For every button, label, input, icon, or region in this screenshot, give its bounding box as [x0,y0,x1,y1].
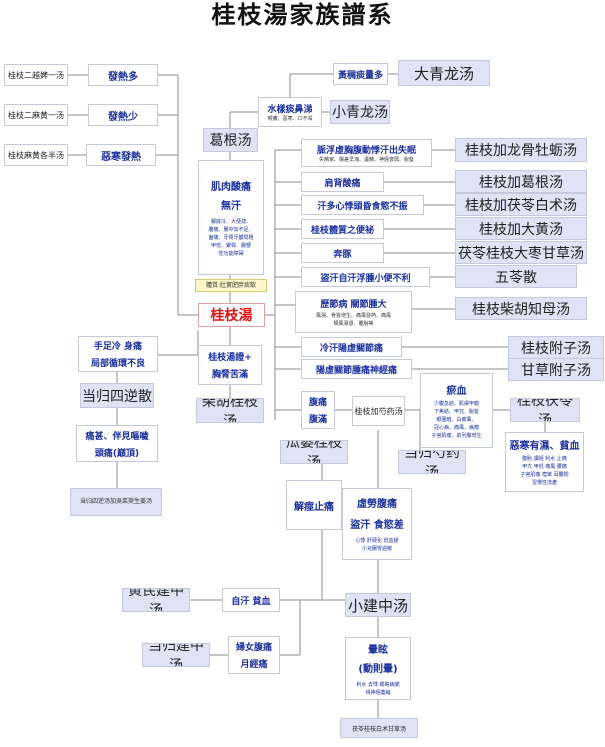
box-guizhi-er-yuebi-yi: 桂枝二越婢一汤 [4,64,68,86]
box-chest-fullness: 桂枝湯證+ 胸脅苦滿 [198,345,262,385]
box-row-1-symptom: 脈浮虛胸腹動悸汗出失眠 失精家、陽差早洩、遺精、神經衰弱、脫髮 [301,139,432,167]
box-watery-phlegm: 水樣痰鼻涕 喉癢、惡寒、口不渴 [258,97,322,127]
box-sweat-anemia: 自汗 貧血 [222,588,280,612]
formula-wuling-san: 五苓散 [455,265,577,288]
formula-jia-fuling-baizhu: 桂枝加茯苓白术汤 [455,193,587,216]
formula-jia-gegen: 桂枝加葛根汤 [455,170,587,193]
box-abdominal-pain: 腹痛 腹滿 [301,391,335,429]
box-yellow-phlegm: 黃稠痰量多 [333,63,388,85]
formula-daqinglong: 大青龙汤 [398,60,490,86]
formula-gegen: 葛根汤 [203,128,258,152]
box-cold-damp-anemia: 惡寒有濕、貧血 腹胎 讀經 利水 止痛 甲亢 甲低 痛風 腰痛 子宮肌瘤 痙攣 … [505,432,584,492]
formula-longgu-muli: 桂枝加龙骨牡蛎汤 [455,138,587,162]
page-title: 桂枝湯家族譜系 [211,0,394,29]
box-fare-shao: 發熱少 [88,104,158,126]
formula-jia-dahuang: 桂枝加大黄汤 [455,217,587,240]
box-row-3-symptom: 汗多心悸頭昏食慾不振 [301,195,424,215]
box-row-4-symptom: 桂枝體質之便祕 [301,219,384,239]
formula-chaihu-guizhi: 柴胡桂枝汤 [196,398,264,423]
box-fare-duo: 發熱多 [88,64,158,86]
box-severe-pain: 痛甚、伴見嘔噦 頭痛(巔頂) [76,425,158,462]
box-row-2-symptom: 肩背酸痛 [301,172,384,192]
formula-jia-fuzi: 桂枝附子汤 [508,336,604,359]
box-muscle-pain: 肌肉酸痛 無汗 腳底冷、大便溏、 腹痛、腸中加不足、 面痛、牙周牙齦問題 甲低、… [198,160,264,275]
constitution-note: 體質:壯實肥胖痰飲 [195,279,267,292]
box-row-8-symptom: 冷汗陽虛關節痛 [301,337,402,357]
box-guizhi-er-mahuang-yi: 桂枝二麻黄一汤 [4,104,68,126]
formula-wuzhuyu-shengjiang: 当归四逆汤加吳茱萸生姜汤 [70,488,162,516]
formula-xiaojianzhong: 小建中汤 [345,593,411,617]
box-guizhi-mahuang-gebanxiang: 桂枝麻黄各半汤 [4,144,68,166]
box-row-7-symptom: 歷節病 關節腫大 風濕、骨質增生、痛風發熱、痛風 類風濕發、腫脫等 [295,291,412,333]
formula-chaihu-zhimu: 桂枝柴胡知母汤 [455,297,587,320]
box-blood-stasis: 瘀血 少腹急結、肌膚甲錯 下焦結、甲冗、脫髮 眼圈暗、白癜風、 冠心病、痛風、病… [420,373,493,448]
formula-gancao-fuzi: 甘草附子汤 [508,358,604,381]
formula-huangqi-jianzhong: 黄芪建中汤 [122,588,190,612]
formula-guizhi-fuling: 桂枝茯苓汤 [510,398,580,422]
box-row-6-symptom: 盜汗自汗浮腫小便不利 [301,267,430,287]
box-cold-limbs: 手足冷 身痛 局部循環不良 [78,336,158,372]
box-wuhan-fare: 惡寒發熱 [86,144,156,166]
formula-danggui-sini: 当归四逆散 [80,383,154,408]
formula-gualou-guizhi: 瓜蒌桂枝汤 [280,440,348,464]
formula-danggui-jianzhong: 当归建中汤 [142,643,210,667]
box-vertigo: 暈眩 (動則暈) 利水 去悸 眼睛病變 視神經萎縮 [345,637,411,700]
box-women-pain: 婦女腹痛 月經痛 [228,636,280,674]
formula-fuling-guizhi-dazao: 茯苓桂枝大枣甘草汤 [455,241,587,264]
box-jia-shaoyao: 桂枝加芍药汤 [352,396,405,426]
box-deficiency-pain: 虛勞腹痛 盜汗 食慾差 心悸 肝硬化 低血壓 小兒腸胃過敏 [342,488,412,560]
box-row-5-symptom: 奔豚 [301,243,384,263]
formula-xiaoqinglong: 小青龙汤 [330,100,390,124]
formula-linggui-zhugan: 茯苓桂枝白术甘草汤 [340,718,418,738]
center-guizhi-tang: 桂枝湯 [198,303,265,327]
box-spasm-relief: 解痙止痛 [286,480,342,530]
box-row-9-symptom: 陽虛關節腫痛神經痛 [301,359,412,379]
formula-danggui-shaoyao: 当归芍药汤 [398,450,466,474]
